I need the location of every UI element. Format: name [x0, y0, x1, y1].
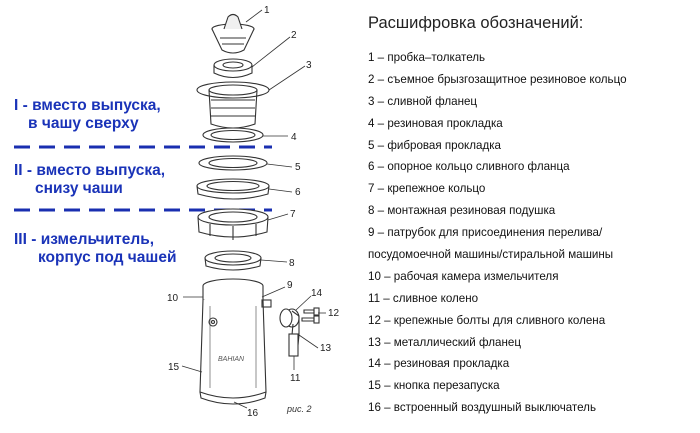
legend-title: Расшифровка обозначений:: [368, 14, 584, 32]
part-number: 13: [320, 343, 332, 354]
part-rubber-gasket: [202, 127, 264, 143]
legend-item: 13 – металлический фланец: [368, 336, 521, 349]
legend-item: 14 – резиновая прокладка: [368, 357, 510, 370]
legend-item: 1 – пробка–толкатель: [368, 51, 486, 64]
zone-3-line2: корпус под чашей: [38, 249, 177, 266]
part-number: 12: [328, 308, 340, 319]
zone-1-line2: в чашу сверху: [28, 115, 139, 132]
brand-mark: BAHIAN: [218, 356, 245, 363]
legend-item: 10 – рабочая камера измельчителя: [368, 270, 559, 283]
legend-item: 12 – крепежные болты для сливного колена: [368, 314, 606, 327]
zone-2-line2: снизу чаши: [35, 180, 123, 197]
legend-item: посудомоечной машины/стиральной машины: [368, 248, 614, 261]
legend-item: 16 – встроенный воздушный выключатель: [368, 401, 596, 414]
part-number: 9: [287, 280, 293, 291]
legend-item: 4 – резиновая прокладка: [368, 117, 503, 130]
part-number: 5: [295, 162, 301, 173]
part-number: 4: [291, 132, 297, 143]
part-number: 11: [290, 373, 301, 384]
zone-label-1: I - вместо выпуска, в чашу сверху: [14, 97, 161, 133]
part-number: 3: [306, 60, 312, 71]
zone-1-line1: I - вместо выпуска,: [14, 97, 161, 114]
zone-3-line1: III - измельчитель,: [14, 231, 155, 248]
legend-item: 8 – монтажная резиновая подушка: [368, 204, 556, 217]
part-number: 15: [168, 362, 180, 373]
part-number: 2: [291, 30, 297, 41]
legend-item: 5 – фибровая прокладка: [368, 139, 501, 152]
part-fiber-gasket: [198, 155, 268, 171]
part-elbow-bolts: [301, 307, 320, 324]
part-support-ring: [196, 178, 270, 200]
zone-2-line1: II - вместо выпуска,: [14, 162, 166, 179]
part-number: 14: [311, 288, 323, 299]
part-number: 8: [289, 258, 295, 269]
legend-item: 9 – патрубок для присоединения перелива/: [368, 226, 603, 239]
zone-label-2: II - вместо выпуска, снизу чаши: [14, 162, 165, 198]
part-discharge-elbow: [279, 308, 300, 357]
legend-item: 6 – опорное кольцо сливного фланца: [368, 160, 570, 173]
part-grinding-chamber: [199, 278, 272, 405]
legend-item: 7 – крепежное кольцо: [368, 182, 486, 195]
part-sink-flange: [196, 81, 270, 129]
legend-item: 15 – кнопка перезапуска: [368, 379, 500, 392]
legend-item: 11 – сливное колено: [368, 292, 479, 305]
part-mounting-cushion: [204, 250, 262, 271]
part-number: 7: [290, 209, 296, 220]
part-number: 6: [295, 187, 301, 198]
part-mounting-ring: [197, 208, 269, 240]
part-splash-guard: [213, 58, 253, 79]
leader-lines: [181, 9, 326, 409]
legend-item: 2 – съемное брызгозащитное резиновое кол…: [368, 73, 627, 86]
part-stopper: [211, 13, 255, 54]
figure-caption: рис. 2: [287, 404, 312, 414]
zone-label-3: III - измельчитель, корпус под чашей: [14, 231, 176, 267]
part-number: 10: [167, 293, 179, 304]
part-number: 1: [264, 5, 270, 16]
part-number: 16: [247, 408, 259, 419]
legend-item: 3 – сливной фланец: [368, 95, 478, 108]
